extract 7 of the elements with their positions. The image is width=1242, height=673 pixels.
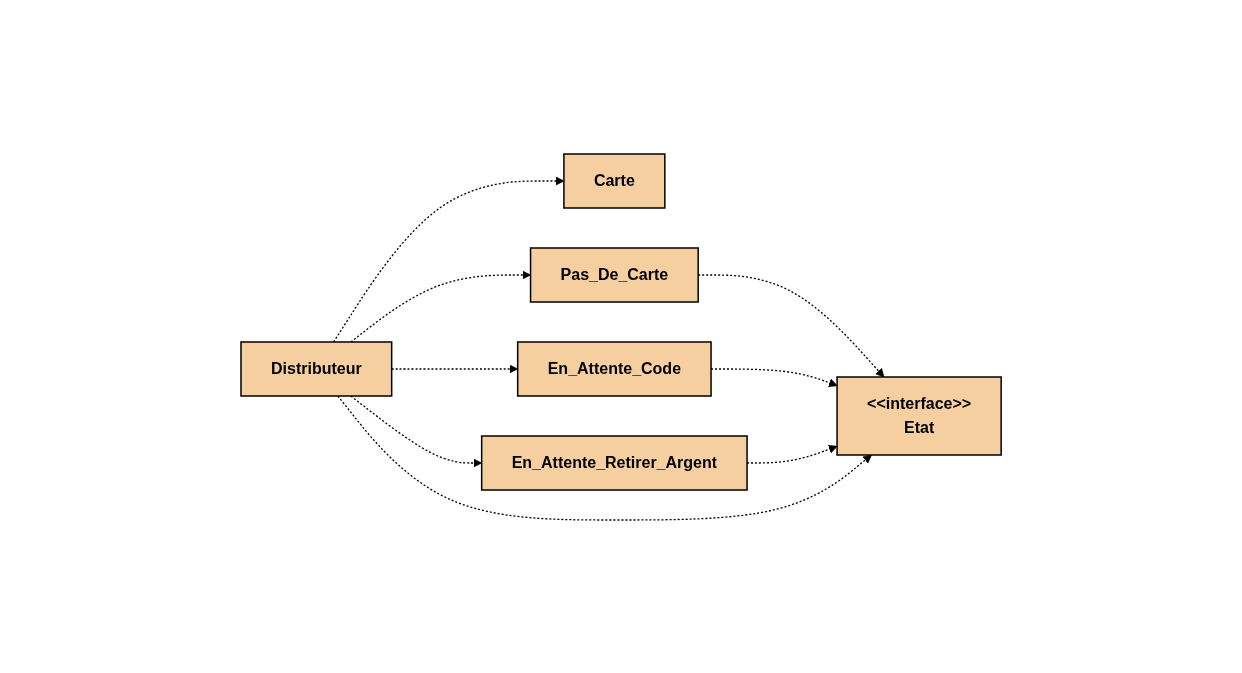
node-box: En_Attente_Code xyxy=(516,340,712,397)
node-box: Distributeur xyxy=(240,340,393,397)
node-box: <<interface>> Etat xyxy=(836,375,1002,456)
node-box: En_Attente_Retirer_Argent xyxy=(480,434,748,491)
arrow xyxy=(337,394,872,521)
node-box: Carte xyxy=(563,152,666,209)
node-box: Pas_De_Carte xyxy=(529,246,699,303)
